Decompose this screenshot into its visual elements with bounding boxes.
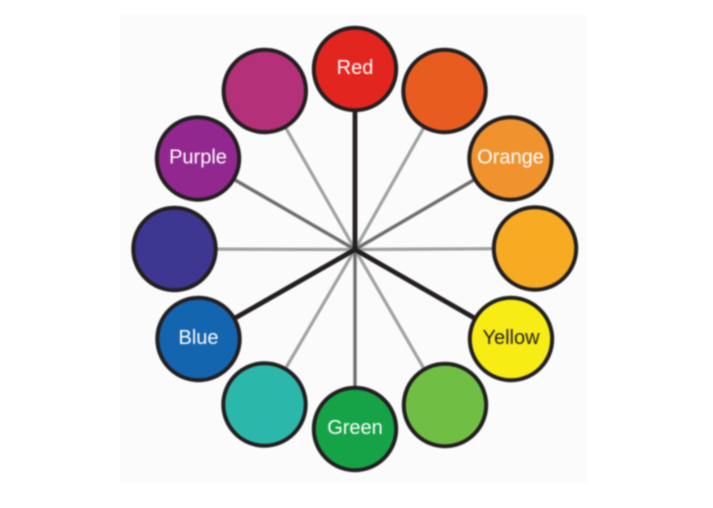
svg-text:Purple: Purple	[169, 147, 227, 169]
svg-text:Orange: Orange	[477, 147, 544, 169]
svg-text:Blue: Blue	[178, 327, 218, 349]
svg-text:Yellow: Yellow	[482, 327, 540, 349]
svg-text:Red: Red	[337, 57, 374, 79]
svg-text:Green: Green	[327, 417, 383, 439]
